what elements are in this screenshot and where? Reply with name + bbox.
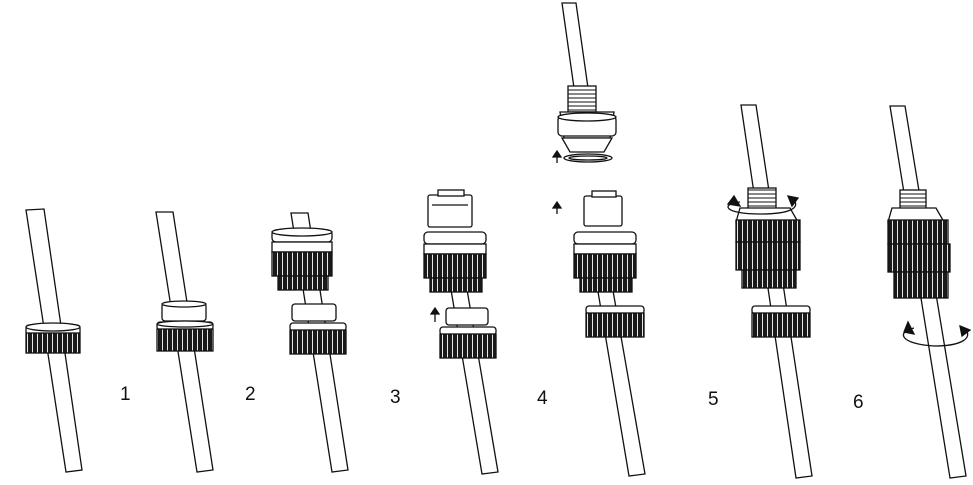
cable	[561, 2, 589, 89]
seal-ring	[161, 300, 207, 322]
step-number-2: 2	[245, 384, 256, 405]
housing	[735, 219, 801, 289]
nut-part	[751, 305, 811, 338]
housing	[271, 227, 333, 291]
step-number-4: 4	[537, 388, 548, 409]
cable	[592, 261, 646, 477]
seal-ring	[291, 303, 337, 322]
rotate-arrow-icon	[902, 320, 972, 347]
step-7-illustration	[887, 105, 972, 479]
housing	[887, 219, 951, 299]
step-1-illustration	[25, 208, 83, 473]
arrow-up-icon	[551, 149, 563, 163]
housing	[573, 231, 637, 293]
nut-part	[439, 326, 497, 359]
arrow-up-icon	[429, 306, 441, 322]
arrow-up-icon	[551, 200, 563, 214]
step-number-5: 5	[708, 389, 719, 410]
nut-part	[289, 322, 347, 355]
step-number-6: 6	[853, 392, 864, 413]
cable	[740, 104, 813, 479]
step-number-1: 1	[120, 384, 131, 405]
rotate-arrow-icon	[726, 194, 800, 215]
nut-part	[585, 305, 645, 338]
step-5-illustration	[551, 2, 646, 477]
step-4-illustration	[423, 189, 499, 475]
nut-part	[25, 322, 81, 354]
nut-part	[156, 320, 214, 352]
step-3-illustration	[271, 212, 349, 473]
step-number-3: 3	[390, 387, 401, 408]
seal-ring	[445, 307, 489, 326]
rj45-plug	[427, 189, 473, 228]
back-cap-assembly	[557, 2, 617, 153]
step-2-illustration	[155, 211, 214, 473]
rj45-plug	[583, 190, 623, 227]
housing	[423, 231, 487, 293]
step-6-illustration	[726, 104, 813, 479]
